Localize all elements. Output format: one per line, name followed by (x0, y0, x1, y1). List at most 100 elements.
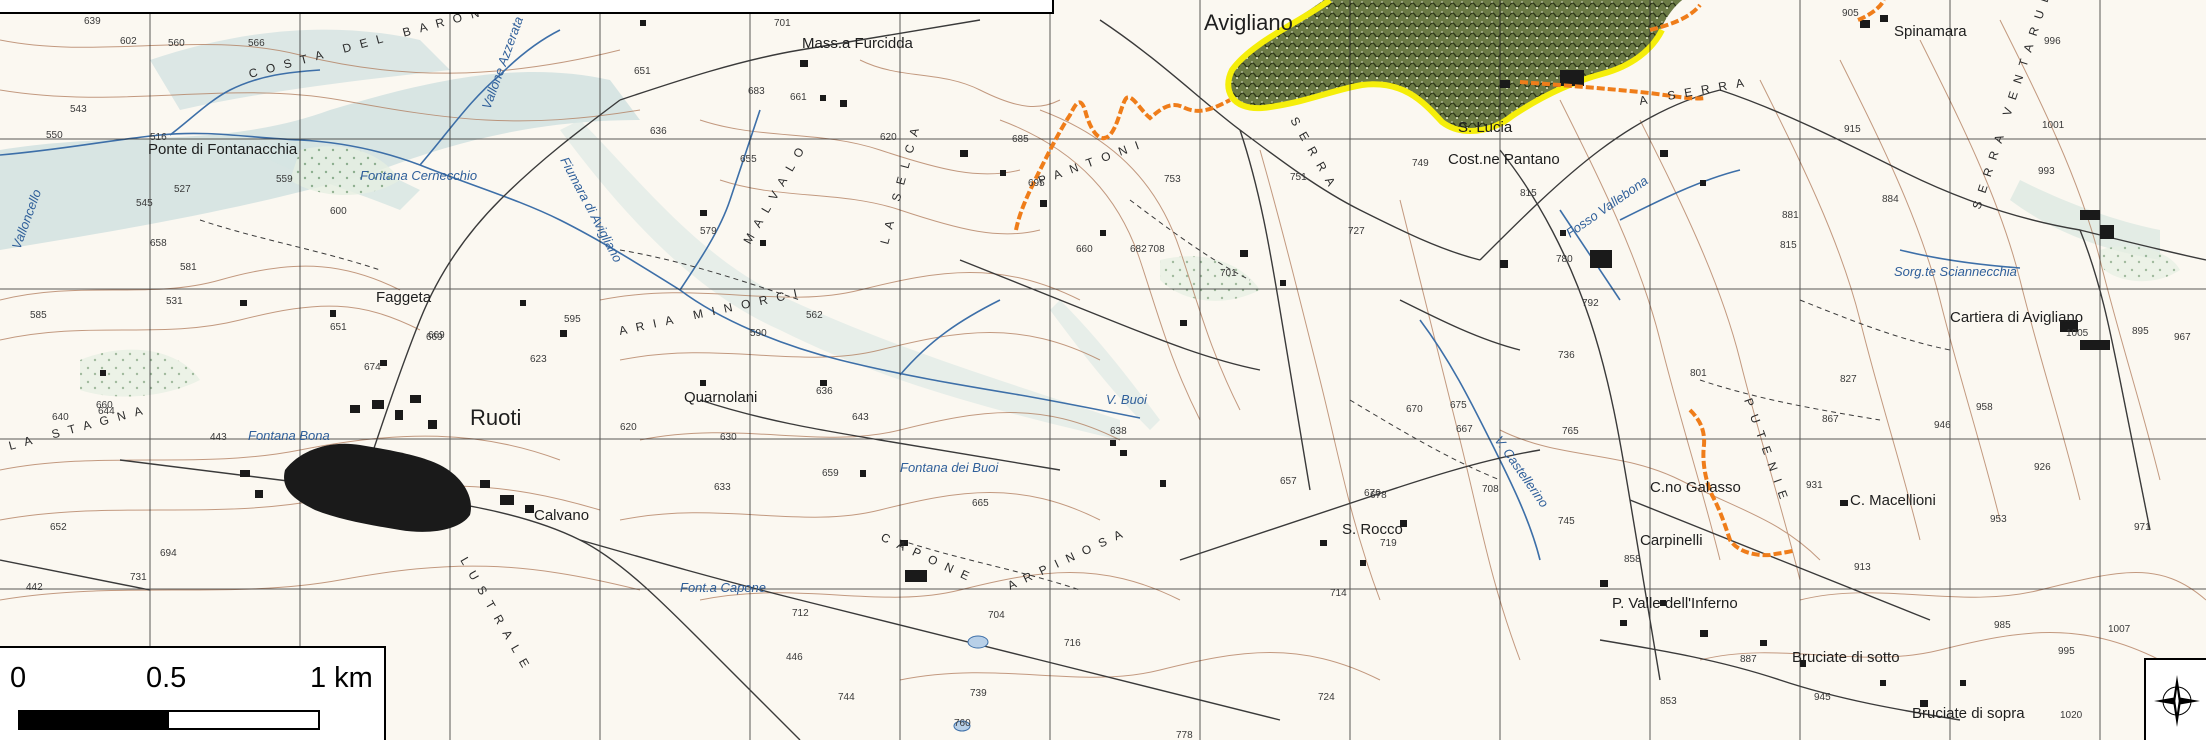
label-bruciate-sopra: Bruciate di sopra (1912, 705, 2025, 722)
elev-label: 670 (1406, 404, 1423, 415)
label-cartiera: Cartiera di Avigliano (1950, 309, 2083, 326)
elev-label: 708 (1482, 484, 1499, 495)
elev-label: 895 (2132, 326, 2149, 337)
scale-label-zero: 0 (10, 662, 27, 694)
elev-label: 967 (2174, 332, 2191, 343)
label-bruciate-sotto: Bruciate di sotto (1792, 649, 1900, 666)
elev-label: 1020 (2060, 710, 2083, 721)
elev-label: 881 (1782, 210, 1799, 221)
elev-label: 712 (792, 608, 809, 619)
elev-label: 669 (428, 330, 445, 341)
woodland-patches (80, 146, 2180, 397)
compass-rose-icon (2154, 675, 2200, 727)
scale-bar-fill (20, 712, 169, 728)
elev-label: 559 (276, 174, 293, 185)
label-s-lucia: S. Lucia (1458, 119, 1513, 136)
label-fontana-cernecchio: Fontana Cernecchio (360, 168, 477, 183)
elev-label: 995 (2058, 646, 2075, 657)
elev-label: 719 (1380, 538, 1397, 549)
elev-label: 676 (1364, 488, 1381, 499)
elev-label: 633 (714, 482, 731, 493)
elev-label: 560 (168, 38, 185, 49)
elev-label: 701 (774, 18, 791, 29)
label-carpinelli: Carpinelli (1640, 532, 1703, 549)
label-v-buoi: V. Buoi (1106, 392, 1148, 407)
elev-label: 640 (52, 412, 69, 423)
elev-label: 683 (748, 86, 765, 97)
elev-label: 685 (1012, 134, 1029, 145)
label-ponte-fontanacchia: Ponte di Fontanacchia (148, 141, 298, 158)
elev-label: 815 (1520, 188, 1537, 199)
elev-label: 1001 (2042, 120, 2065, 131)
elev-label: 655 (740, 154, 757, 165)
elev-label: 443 (210, 432, 227, 443)
scale-bar (18, 710, 320, 730)
elev-label: 669 (426, 332, 443, 343)
elev-label: 792 (1582, 298, 1599, 309)
elev-label: 887 (1740, 654, 1757, 665)
elev-label: 996 (2044, 36, 2061, 47)
elev-label: 913 (1854, 562, 1871, 573)
elev-label: 993 (2038, 166, 2055, 177)
elev-label: 701 (1220, 268, 1237, 279)
elev-label: 660 (1076, 244, 1093, 255)
elev-label: 581 (180, 262, 197, 273)
label-calvano: Calvano (534, 507, 589, 524)
elev-label: 708 (1148, 244, 1165, 255)
elev-label: 550 (46, 130, 63, 141)
label-faggeta: Faggeta (376, 289, 432, 306)
label-avigliano: Avigliano (1204, 10, 1293, 35)
elev-label: 667 (1456, 424, 1473, 435)
elev-label: 827 (1840, 374, 1857, 385)
elev-label: 931 (1806, 480, 1823, 491)
elev-label: 1005 (2066, 328, 2089, 339)
roads (0, 19, 2206, 740)
label-sorg-sciannecchia: Sorg.te Sciannecchia (1894, 264, 2017, 279)
label-ruoti: Ruoti (470, 405, 521, 430)
elev-label: 753 (1164, 174, 1181, 185)
elev-label: 716 (1064, 638, 1081, 649)
label-c-macellioni: C. Macellioni (1850, 492, 1936, 509)
elev-label: 620 (620, 422, 637, 433)
elev-label: 545 (136, 198, 153, 209)
elev-label: 858 (1624, 554, 1641, 565)
label-mass-furcidda: Mass.a Furcidda (802, 35, 914, 52)
elevation-labels: 639 602 560 566 543 550 516 527 545 559 … (26, 8, 2191, 740)
hiking-trail (1014, 0, 1886, 558)
elev-label: 675 (1450, 400, 1467, 411)
elev-label: 953 (1990, 514, 2007, 525)
elev-label: 442 (26, 582, 43, 593)
elev-label: 853 (1660, 696, 1677, 707)
elev-label: 744 (838, 692, 855, 703)
elev-label: 562 (806, 310, 823, 321)
elev-label: 659 (822, 468, 839, 479)
elev-label: 638 (1110, 426, 1127, 437)
elev-label: 958 (1976, 402, 1993, 413)
place-labels: Avigliano Ruoti Faggeta Quarnolani Spina… (148, 10, 2083, 722)
ponds (953, 635, 989, 732)
elev-label: 636 (650, 126, 667, 137)
scale-bar-box: 0 0.5 1 km (0, 646, 386, 740)
elev-label: 704 (988, 610, 1005, 621)
elev-label: 945 (1814, 692, 1831, 703)
elev-label: 695 (1028, 178, 1045, 189)
label-cost-pantano: Cost.ne Pantano (1448, 151, 1560, 168)
label-fontana-bona: Fontana Bona (248, 428, 330, 443)
scale-label-one-km: 1 km (310, 662, 373, 694)
elev-label: 590 (750, 328, 767, 339)
elev-label: 527 (174, 184, 191, 195)
scale-label-half: 0.5 (146, 662, 187, 694)
elev-label: 661 (790, 92, 807, 103)
elev-label: 682 (1130, 244, 1147, 255)
label-c-no-galasso: C.no Galasso (1650, 479, 1741, 496)
elev-label: 674 (364, 362, 381, 373)
elev-label: 751 (1290, 172, 1307, 183)
north-arrow-box (2144, 658, 2206, 740)
scattered-buildings (100, 15, 2114, 707)
elev-label: 636 (816, 386, 833, 397)
elev-label: 643 (852, 412, 869, 423)
elev-label: 531 (166, 296, 183, 307)
elev-label: 778 (1176, 730, 1193, 740)
